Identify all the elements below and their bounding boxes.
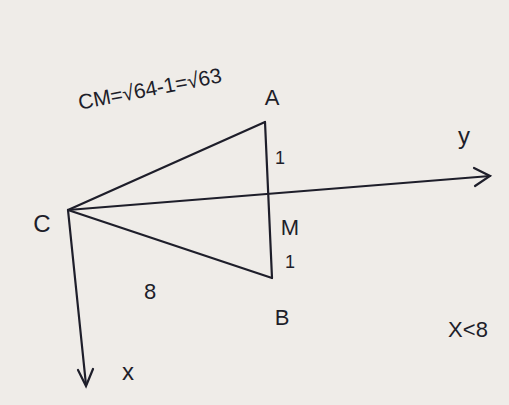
segment-length: 1 xyxy=(275,149,285,167)
vertex-label: B xyxy=(275,307,290,329)
vertex-label: A xyxy=(265,87,280,109)
axis-label: y xyxy=(458,124,470,148)
side-length: 8 xyxy=(144,281,156,303)
side-ab xyxy=(265,122,272,278)
x-arrowhead xyxy=(78,369,93,386)
inequality-note: X<8 xyxy=(448,319,488,341)
length-formula: CM=√64-1=√63 xyxy=(77,64,224,112)
vertex-label: C xyxy=(33,212,50,236)
y-arrowhead xyxy=(474,168,490,186)
point-label: M xyxy=(281,217,299,239)
y-axis xyxy=(68,176,490,210)
axis-label: x xyxy=(122,360,134,384)
segment-length: 1 xyxy=(285,253,295,271)
x-axis xyxy=(68,210,86,385)
side-cb xyxy=(68,210,272,278)
